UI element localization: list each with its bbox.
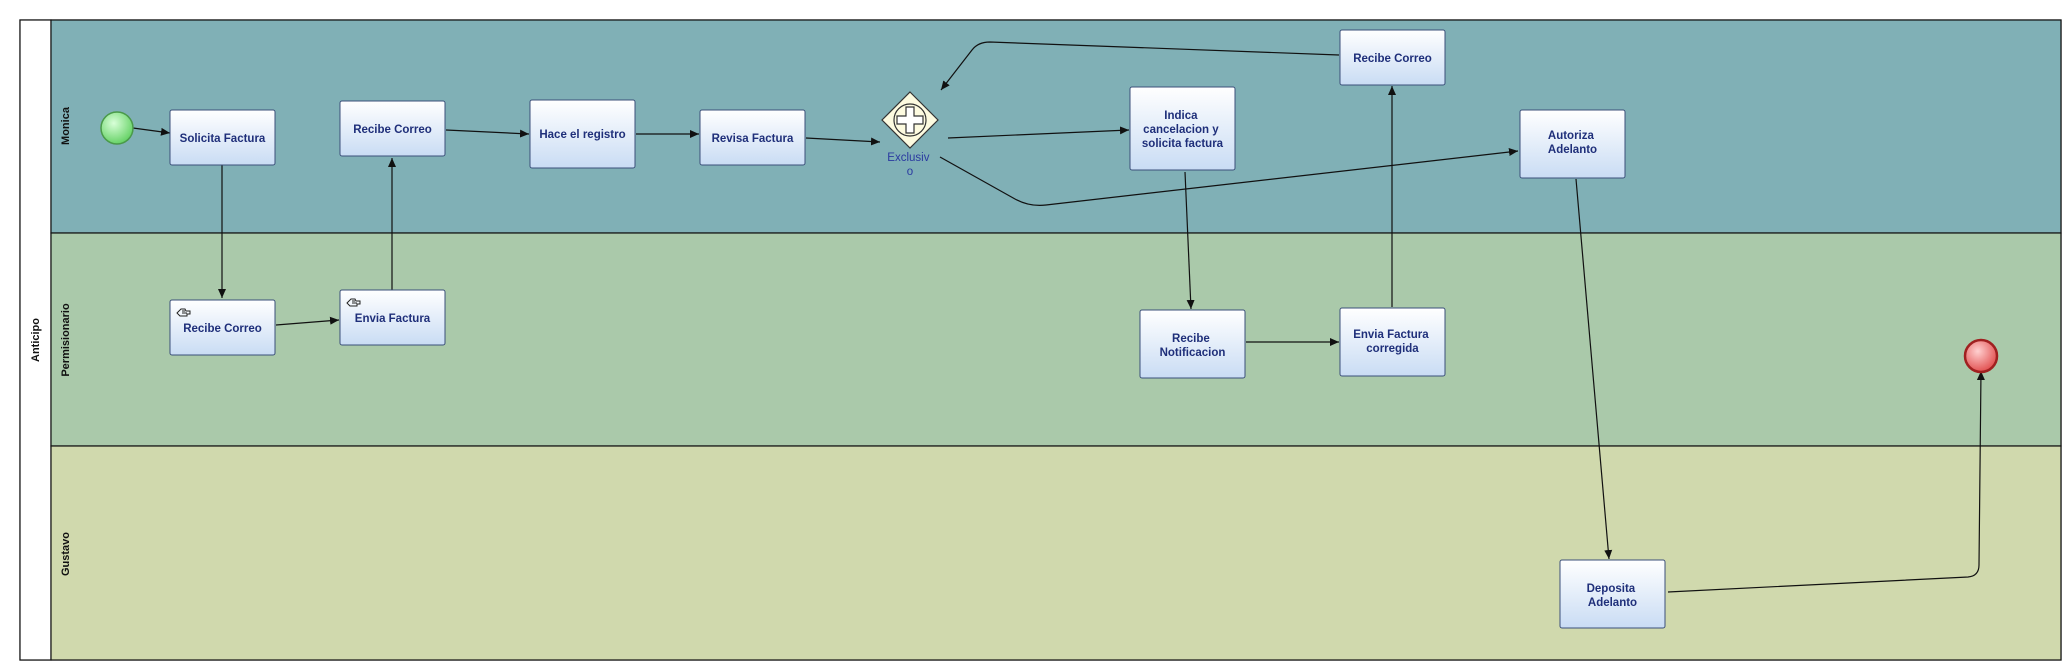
task-label-line: Recibe — [1172, 333, 1210, 345]
task-label-line: solicita factura — [1142, 138, 1224, 150]
svg-text:Envia Factura: Envia Factura — [355, 313, 431, 325]
task-recibe-correo-monica[interactable]: Recibe Correo — [339, 100, 446, 157]
task-envia-factura[interactable]: Envia Factura — [339, 289, 446, 346]
plus-circle-icon — [893, 103, 927, 137]
svg-text:Recibe Correo: Recibe Correo — [183, 323, 262, 335]
svg-text:Deposita Adelanto: Deposita Adelanto — [1587, 583, 1639, 609]
svg-text:Recibe Correo: Recibe Correo — [353, 124, 432, 136]
flow-revisa-to-gateway — [805, 137, 881, 146]
task-recibe-notificacion[interactable]: Recibe Notificacion — [1139, 309, 1246, 379]
task-label: Recibe Correo — [183, 323, 262, 335]
svg-text:Exclusiv o: Exclusiv o — [887, 152, 932, 178]
svg-text:Revisa Factura: Revisa Factura — [712, 133, 794, 145]
task-solicita-factura[interactable]: Solicita Factura — [169, 109, 276, 166]
task-recibe-correo-permisionario[interactable]: Recibe Correo — [169, 299, 276, 356]
manual-task-icon — [346, 298, 361, 307]
flow-deposita-to-end — [1667, 370, 1985, 593]
flow-start-to-solicita — [132, 127, 171, 136]
task-indica-cancelacion[interactable]: Indica cancelacion y solicita factura — [1129, 86, 1236, 171]
svg-text:Indica cancelacion y: Indica cancelacion y solicita factura — [1142, 110, 1224, 150]
task-label: Recibe Correo — [1353, 53, 1432, 65]
task-label-line: Deposita — [1587, 583, 1636, 595]
lane-label-gustavo: Gustavo — [60, 532, 72, 576]
svg-text:Recibe Correo: Recibe Correo — [1353, 53, 1432, 65]
flow-recibe-correo-to-envia-factura — [275, 316, 340, 326]
sequence-flows — [132, 41, 1985, 593]
end-event[interactable] — [1963, 338, 1999, 374]
flow-gateway-to-autoriza — [939, 148, 1519, 206]
exclusive-gateway[interactable]: Exclusiv o — [881, 91, 939, 178]
task-envia-factura-corregida[interactable]: Envia Factura corregida — [1339, 307, 1446, 377]
task-autoriza-adelanto[interactable]: Autoriza Adelanto — [1519, 109, 1626, 179]
lane-label-permisionario: Permisionario — [60, 303, 72, 377]
task-deposita-adelanto[interactable]: Deposita Adelanto — [1559, 559, 1666, 629]
task-label-line: cancelacion y — [1143, 124, 1219, 136]
svg-text:Envia Factura corregida: Envia Factura corregida — [1353, 329, 1432, 355]
task-label: Recibe Correo — [353, 124, 432, 136]
manual-task-icon — [176, 308, 191, 317]
task-label-line: Autoriza — [1548, 130, 1595, 142]
gateway-label-line: o — [907, 166, 913, 178]
task-label-line: Adelanto — [1548, 144, 1597, 156]
flow-gateway-to-indica — [947, 126, 1130, 139]
task-recibe-correo-top[interactable]: Recibe Correo — [1339, 29, 1446, 86]
flow-recibe-correo-to-hace-registro — [445, 129, 530, 138]
gateway-label-line: Exclusiv — [887, 152, 929, 164]
flow-recibe-correo-top-to-gateway — [940, 41, 1340, 91]
lane-gustavo-band — [50, 445, 2062, 661]
flow-indica-to-recibe-notificacion — [1184, 171, 1195, 310]
svg-text:Solicita Factura: Solicita Factura — [180, 133, 266, 145]
task-label: Hace el registro — [539, 129, 625, 141]
task-label-line: Adelanto — [1588, 597, 1637, 609]
task-label: Solicita Factura — [180, 133, 266, 145]
task-label-line: Indica — [1164, 110, 1198, 122]
start-event[interactable] — [100, 111, 134, 145]
task-label: Envia Factura — [355, 313, 431, 325]
flow-autoriza-to-deposita — [1575, 178, 1613, 560]
svg-text:Autoriza Adelanto: Autoriza Adelanto — [1548, 130, 1597, 156]
task-hace-el-registro[interactable]: Hace el registro — [529, 99, 636, 169]
task-label-line: corregida — [1366, 343, 1419, 355]
task-revisa-factura[interactable]: Revisa Factura — [699, 109, 806, 166]
task-label-line: Notificacion — [1160, 347, 1226, 359]
task-label: Revisa Factura — [712, 133, 794, 145]
task-label-line: Envia Factura — [1353, 329, 1429, 341]
lane-label-monica: Monica — [60, 106, 72, 145]
lane-gustavo: Gustavo — [50, 445, 2062, 661]
pool-label: Anticipo — [30, 318, 42, 362]
svg-text:Recibe Notificacion: Recibe Notificacion — [1160, 333, 1226, 359]
svg-text:Hace el registro: Hace el registro — [539, 129, 625, 141]
